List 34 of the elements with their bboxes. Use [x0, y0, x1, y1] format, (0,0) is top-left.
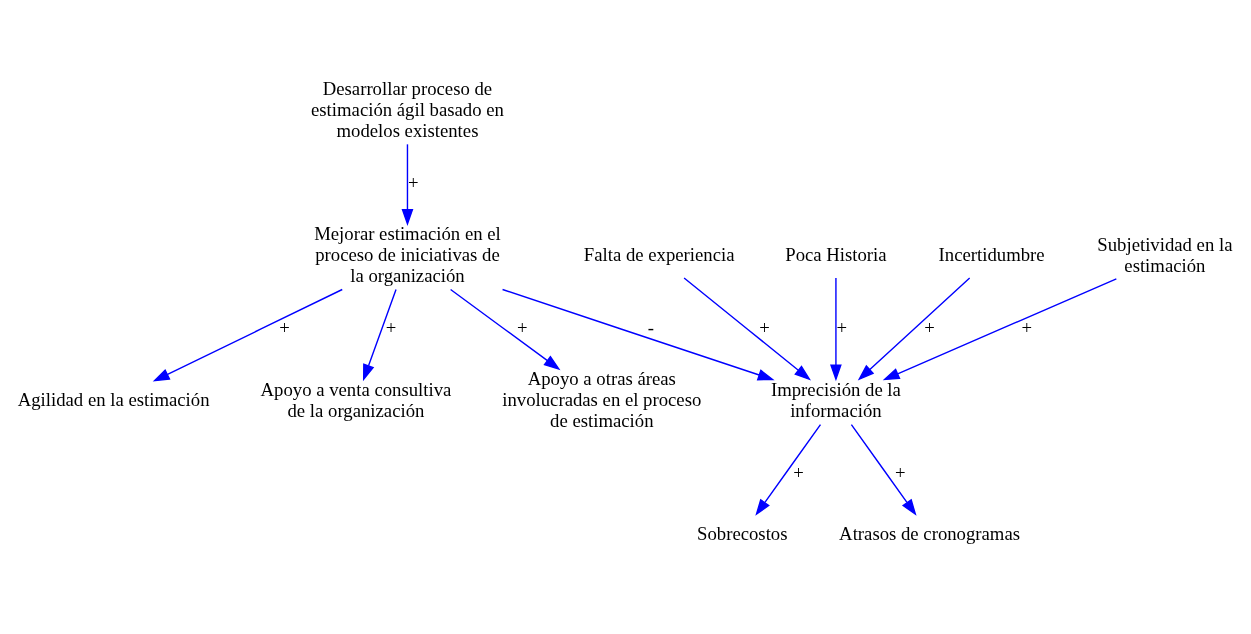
- node-text: Sobrecostos: [697, 522, 788, 544]
- edge-label: -: [647, 316, 655, 338]
- arrow: [850, 423, 917, 516]
- arrow: [683, 276, 811, 380]
- edge-label: +: [793, 461, 804, 483]
- arrow: [449, 288, 561, 370]
- arrow: [857, 276, 971, 381]
- node-text: Desarrollar proceso de estimación ágil basado en modelos existentes: [311, 77, 504, 141]
- arrow: [830, 276, 842, 381]
- node-text: Imprecisión de la información: [770, 378, 901, 421]
- edge-label: +: [924, 316, 935, 338]
- node-text: Apoyo a otras áreas involucradas en el proceso de estimación: [502, 367, 702, 431]
- edge-label: +: [759, 316, 770, 338]
- edge-label: +: [279, 316, 290, 338]
- node-text: Falta de experiencia: [583, 243, 735, 265]
- arrow: [152, 288, 343, 382]
- edge-label: +: [1021, 316, 1033, 338]
- arrow: [882, 277, 1118, 380]
- node-text: Incertidumbre: [938, 243, 1045, 265]
- arrow: [362, 288, 397, 381]
- edge-label: +: [408, 170, 419, 192]
- node-text: Poca Historia: [785, 243, 887, 265]
- edge-label: +: [385, 316, 397, 338]
- arrow: [401, 143, 414, 226]
- node-text: Atrasos de cronogramas: [839, 522, 1021, 544]
- node-text: Apoyo a venta consultiva de la organización: [260, 378, 452, 421]
- edge-label: +: [836, 316, 848, 338]
- arrow: [501, 288, 775, 380]
- node-text: Agilidad en la estimación: [17, 388, 210, 410]
- edge-label: +: [895, 461, 906, 483]
- edge-label: +: [516, 316, 528, 338]
- node-text: Mejorar estimación en el proceso de iniciativas de la organización: [314, 222, 501, 286]
- node-text: Subjetividad en la estimación: [1097, 233, 1233, 276]
- arrow: [755, 423, 822, 516]
